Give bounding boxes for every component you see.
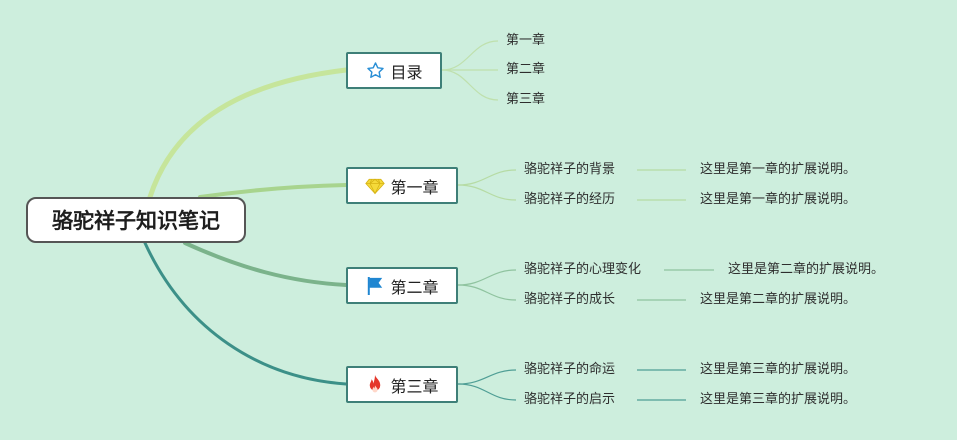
star-icon	[365, 61, 385, 81]
connector-ch1-2	[457, 184, 517, 201]
subtopic[interactable]: 骆驼祥子的命运	[524, 362, 616, 377]
topic-toc-label: 目录	[390, 62, 423, 82]
subtopic[interactable]: 骆驼祥子的心理变化	[524, 262, 642, 277]
connector-root-chapter3	[143, 241, 348, 386]
subtopic[interactable]: 骆驼祥子的背景	[524, 162, 616, 177]
subtopic[interactable]: 骆驼祥子的经历	[524, 192, 616, 207]
connector-toc-3	[441, 69, 499, 101]
connector-toc-1	[441, 40, 499, 71]
topic-chapter-1[interactable]: 第一章	[346, 167, 458, 204]
diamond-icon	[365, 176, 386, 196]
connector-ch2-1	[457, 269, 517, 286]
flag-icon	[365, 276, 385, 296]
connector-ch3-1	[457, 369, 517, 385]
toc-item[interactable]: 第一章	[506, 33, 546, 48]
fire-icon	[365, 374, 385, 395]
topic-chapter-1-label: 第一章	[390, 177, 439, 197]
subtopic-note[interactable]: 这里是第一章的扩展说明。	[700, 162, 857, 177]
topic-chapter-3-label: 第三章	[390, 376, 439, 396]
subtopic-note[interactable]: 这里是第一章的扩展说明。	[700, 192, 857, 207]
root-topic[interactable]: 骆驼祥子知识笔记	[26, 197, 246, 243]
subtopic-note[interactable]: 这里是第三章的扩展说明。	[700, 362, 857, 377]
toc-item[interactable]: 第三章	[506, 92, 546, 107]
topic-chapter-2[interactable]: 第二章	[346, 267, 458, 304]
subtopic[interactable]: 骆驼祥子的成长	[524, 292, 616, 307]
connector-root-chapter1	[198, 183, 348, 199]
subtopic-note[interactable]: 这里是第三章的扩展说明。	[700, 392, 857, 407]
connector-root-toc	[147, 67, 349, 200]
toc-item[interactable]: 第二章	[506, 62, 546, 77]
topic-chapter-2-label: 第二章	[390, 277, 439, 297]
root-topic-title: 骆驼祥子知识笔记	[52, 209, 220, 233]
connector-ch2-2	[457, 284, 517, 301]
topic-chapter-3[interactable]: 第三章	[346, 366, 458, 403]
connector-ch1-1	[457, 169, 517, 186]
connector-root-chapter2	[183, 241, 348, 287]
connector-ch3-2	[457, 383, 517, 401]
subtopic[interactable]: 骆驼祥子的启示	[524, 392, 616, 407]
topic-toc[interactable]: 目录	[346, 52, 442, 89]
subtopic-note[interactable]: 这里是第二章的扩展说明。	[700, 292, 857, 307]
subtopic-note[interactable]: 这里是第二章的扩展说明。	[728, 262, 885, 277]
